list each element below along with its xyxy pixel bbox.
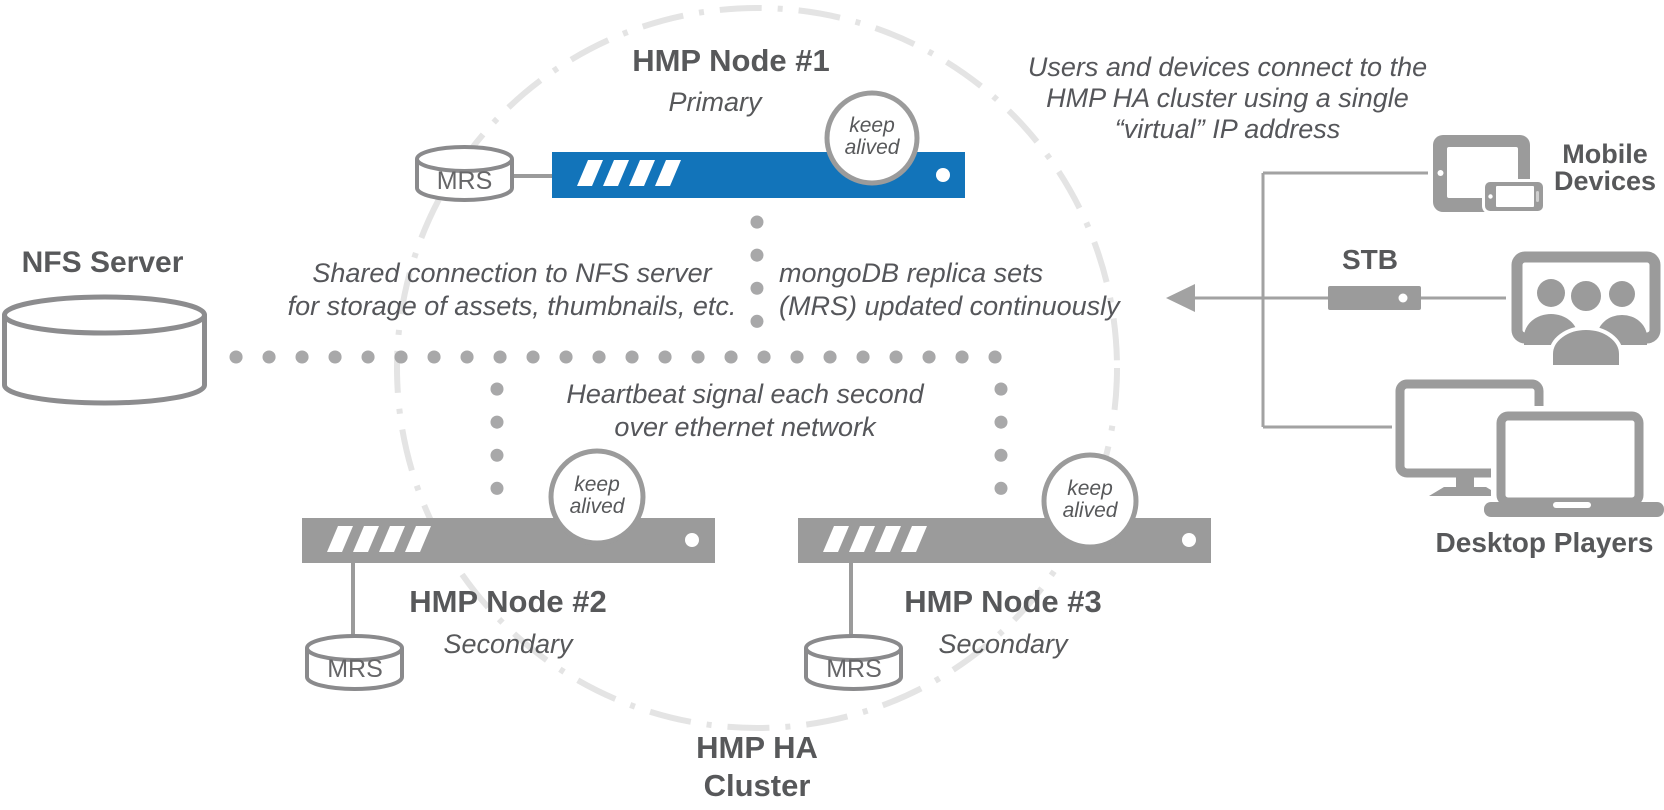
badge-line: alived: [844, 136, 900, 159]
node2-mrs-db-icon: [305, 634, 404, 691]
node2-server-slashes: [327, 526, 431, 552]
node1-power-led: [936, 168, 950, 182]
badge-line: keep: [574, 473, 620, 496]
heartbeat-note: Heartbeat signal each second over ethern…: [515, 378, 975, 444]
badge-line: keep: [849, 114, 895, 137]
node1-server-slashes: [577, 160, 681, 186]
node2-power-led: [685, 533, 699, 547]
tv-audience-icon: [1511, 251, 1661, 369]
virtual-ip-note: Users and devices connect to the HMP HA …: [990, 52, 1465, 145]
device-label-line: Mobile: [1562, 139, 1648, 169]
mongo-replica-note: mongoDB replica sets (MRS) updated conti…: [779, 257, 1209, 323]
node2-keepalived-badge: keep alived: [552, 474, 642, 518]
node3-keepalived-badge: keep alived: [1045, 478, 1135, 522]
node3-server-bar: [798, 518, 1211, 563]
desktop-players-label: Desktop Players: [1435, 527, 1654, 558]
nfs-server-label: NFS Server: [21, 246, 184, 279]
badge-line: keep: [1067, 477, 1113, 500]
badge-line: alived: [569, 495, 625, 518]
note-line: mongoDB replica sets: [779, 258, 1044, 288]
note-line: Shared connection to NFS server: [312, 258, 712, 288]
virtual-ip-arrowhead: [1166, 284, 1195, 312]
note-line: “virtual” IP address: [1114, 114, 1341, 144]
note-line: Heartbeat signal each second: [566, 379, 924, 409]
node2-mrs-label: MRS: [327, 655, 383, 683]
stb-label: STB: [1342, 244, 1398, 275]
phone-icon: [1482, 179, 1546, 214]
laptop-icon: [1484, 406, 1664, 517]
node3-server-slashes: [823, 526, 927, 552]
device-connector-lines: [1190, 171, 1506, 429]
node3-keepalived-badge-circle: [1041, 452, 1139, 550]
note-line: Users and devices connect to the: [1027, 52, 1428, 82]
node1-mrs-label: MRS: [436, 167, 493, 195]
node3-role: Secondary: [938, 629, 1068, 659]
heartbeat-dotted-lines: [229, 215, 1013, 496]
node3-mrs-db-icon: [804, 634, 903, 691]
node3-power-led: [1182, 533, 1196, 547]
note-line: for storage of assets, thumbnails, etc.: [287, 291, 737, 321]
node2-role: Secondary: [443, 629, 573, 659]
ha-cluster-ring: [394, 5, 1120, 731]
note-line: HMP HA cluster using a single: [1046, 83, 1409, 113]
cluster-label-line1: HMP HA: [696, 730, 818, 765]
node1-title: HMP Node #1: [632, 43, 830, 78]
badge-line: alived: [1062, 499, 1118, 522]
note-line: (MRS) updated continuously: [779, 291, 1120, 321]
mobile-devices-label: Mobile Devices: [1546, 141, 1664, 195]
node2-title: HMP Node #2: [409, 584, 607, 619]
note-line: over ethernet network: [614, 412, 876, 442]
stb-icon: [1328, 286, 1421, 310]
node2-server-bar: [302, 518, 715, 563]
node1-role: Primary: [668, 87, 762, 117]
device-label-line: Devices: [1553, 166, 1657, 196]
nfs-server-icon: [2, 294, 207, 406]
node2-keepalived-badge-circle: [548, 448, 646, 546]
node1-keepalived-badge: keep alived: [827, 115, 917, 159]
cluster-label-line2: Cluster: [703, 768, 811, 803]
node1-keepalived-badge-circle: [824, 90, 920, 186]
shared-connection-note: Shared connection to NFS server for stor…: [262, 257, 762, 323]
node3-title: HMP Node #3: [904, 584, 1102, 619]
node1-mrs-db-icon: [415, 145, 514, 202]
mrs-connector-lines: [351, 174, 853, 640]
node3-mrs-label: MRS: [826, 655, 882, 683]
